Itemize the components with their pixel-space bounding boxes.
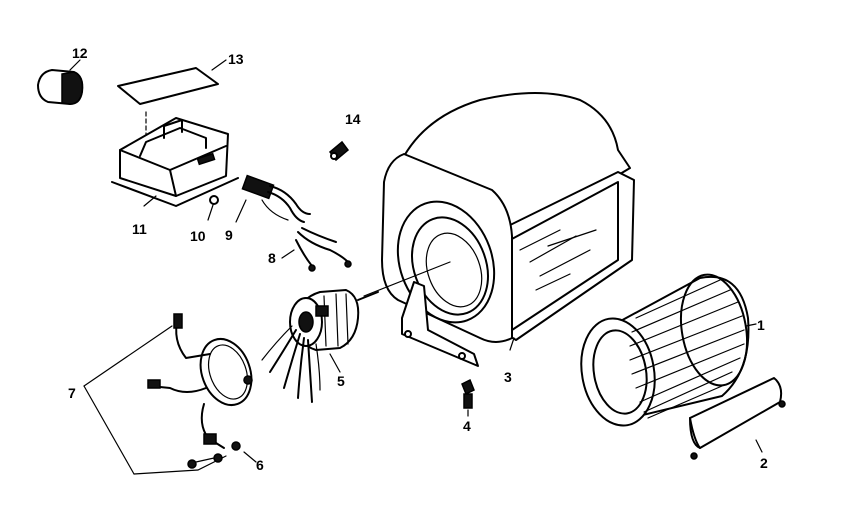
- part-2-cutoff-plate: [689, 377, 786, 460]
- callout-14: 14: [345, 111, 361, 127]
- callout-1: 1: [757, 317, 765, 333]
- callout-labels: 1 2 3 4 5 6 7 8 9 10 11 12 13 14: [68, 45, 768, 473]
- callout-12: 12: [72, 45, 88, 61]
- part-14-clip: [328, 140, 350, 162]
- callout-3: 3: [504, 369, 512, 385]
- part-6-screws: [187, 441, 257, 469]
- part-5-motor: [261, 289, 379, 403]
- callout-8: 8: [268, 250, 276, 266]
- part-4-bolt: [461, 378, 475, 417]
- callout-9: 9: [225, 227, 233, 243]
- part-3-blower-housing: [363, 92, 635, 367]
- part-10-screw: [207, 195, 219, 221]
- part-12-cap: [37, 69, 84, 105]
- callout-13: 13: [228, 51, 244, 67]
- part-11-control-box: [111, 117, 239, 207]
- callout-5: 5: [337, 373, 345, 389]
- part-8-wire-leads: [281, 227, 352, 272]
- callout-7: 7: [68, 385, 76, 401]
- callout-4: 4: [463, 418, 471, 434]
- callout-10: 10: [190, 228, 206, 244]
- callout-6: 6: [256, 457, 264, 473]
- callout-2: 2: [760, 455, 768, 471]
- part-7-motor-mount: [83, 313, 253, 475]
- part-9-wire-harness: [235, 174, 311, 223]
- callout-11: 11: [132, 221, 147, 237]
- part-1-blower-wheel: [580, 273, 757, 427]
